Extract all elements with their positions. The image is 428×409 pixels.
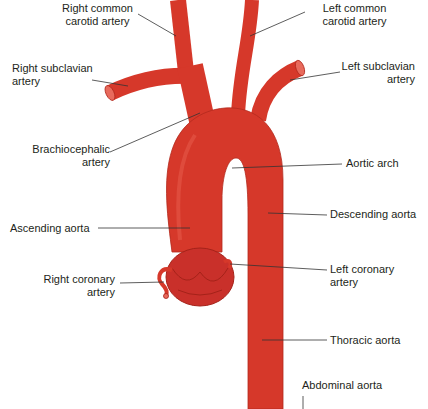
part-label: Ascending aorta: [10, 222, 110, 235]
leader-line: [138, 14, 176, 36]
part-label: Brachiocephalic artery: [20, 143, 110, 169]
vessel-opening: [294, 59, 307, 77]
aorta-body: [167, 108, 283, 409]
left-subclavian-vessel: [258, 68, 300, 120]
leader-line: [290, 72, 340, 80]
part-label: Descending aorta: [330, 208, 428, 221]
valve-cusp: [178, 290, 222, 295]
right-coronary-vessel: [159, 269, 172, 296]
aorta-highlight: [178, 135, 195, 240]
vessel-opening: [164, 294, 169, 299]
part-label: Right common carotid artery: [55, 2, 140, 28]
branch-vessels: [110, 0, 300, 125]
vessel-opening: [103, 84, 117, 102]
part-label: Aortic arch: [346, 157, 426, 170]
left-coronary-vessel: [224, 261, 230, 268]
leader-line: [250, 12, 305, 36]
leader-line: [92, 80, 128, 86]
leader-line: [98, 228, 190, 229]
part-label: Right subclavian artery: [12, 62, 102, 88]
leader-line: [232, 164, 342, 168]
right-common-carotid-vessel: [178, 0, 186, 72]
leader-line: [110, 113, 200, 152]
part-label: Right coronary artery: [30, 273, 115, 299]
leader-line: [303, 396, 304, 409]
aortic-root: [166, 248, 234, 306]
leader-line: [268, 213, 327, 215]
part-label: Abdominal aorta: [302, 379, 422, 392]
part-label: Left coronary artery: [330, 263, 415, 289]
leader-line: [230, 264, 327, 270]
leader-line: [120, 282, 164, 283]
left-common-carotid-vessel: [238, 0, 252, 115]
part-label: Left subclavian artery: [330, 60, 415, 86]
leader-line: [262, 340, 327, 341]
part-label: Thoracic aorta: [330, 334, 425, 347]
leader-lines: [92, 12, 342, 409]
part-label: Left common carotid artery: [312, 2, 397, 28]
valve-cusp: [172, 268, 228, 281]
